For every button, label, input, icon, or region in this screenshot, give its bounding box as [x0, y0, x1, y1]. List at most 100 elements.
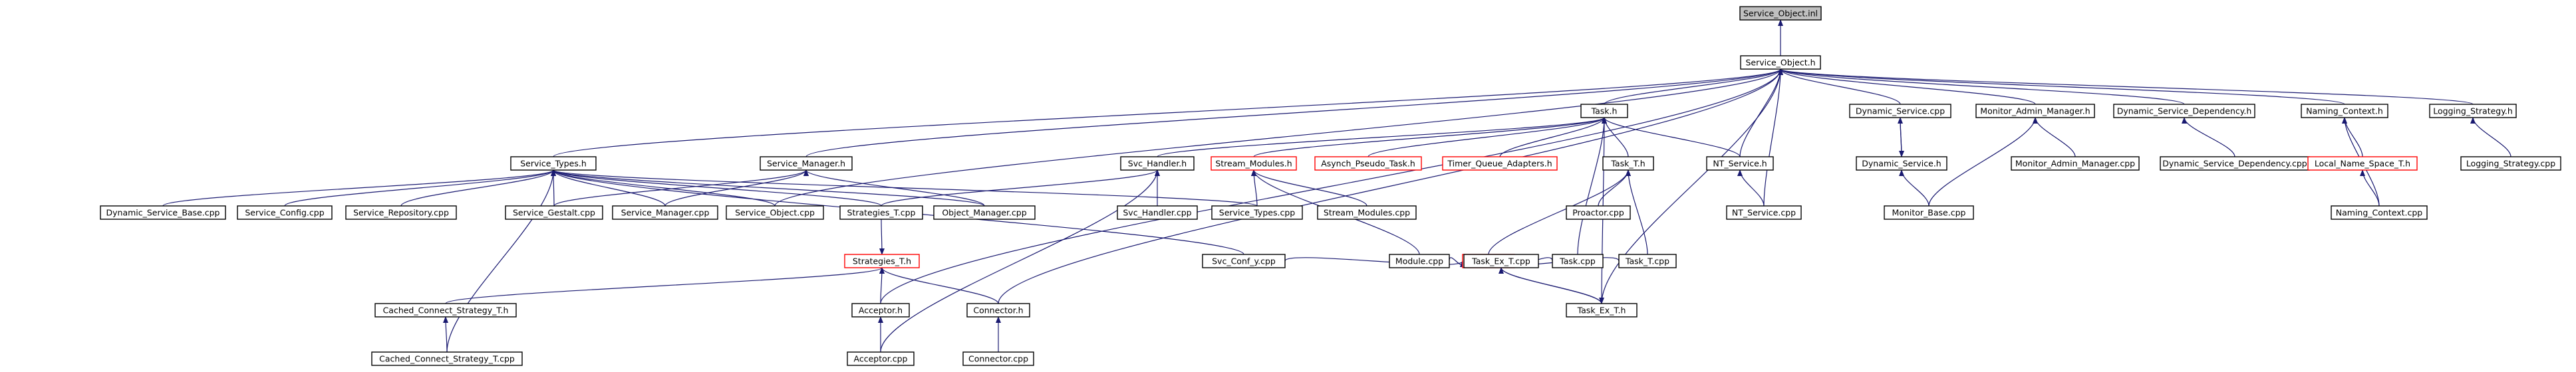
node-label: Naming_Context.h [2306, 106, 2383, 116]
node-label: Task_T.cpp [1625, 256, 1669, 266]
node-label: Cached_Connect_Strategy_T.h [383, 306, 509, 316]
node-label: Acceptor.cpp [854, 354, 908, 364]
dependency-edge [774, 68, 1783, 207]
node-stream-modules-cpp[interactable]: Stream_Modules.cpp [1317, 205, 1417, 220]
node-label: NT_Service.cpp [1732, 208, 1796, 218]
node-local-name-space-t-h[interactable]: Local_Name_Space_T.h [2307, 156, 2418, 171]
node-acceptor-h[interactable]: Acceptor.h [851, 303, 910, 318]
node-box [1706, 156, 1774, 171]
node-logging-strategy-h[interactable]: Logging_Strategy.h [2429, 104, 2517, 118]
node-label: Service_Config.cpp [245, 208, 324, 218]
node-dynamic-service-base-cpp[interactable]: Dynamic_Service_Base.cpp [100, 205, 226, 220]
node-service-gestalt-cpp[interactable]: Service_Gestalt.cpp [505, 205, 603, 220]
node-svc-handler-cpp[interactable]: Svc_Handler.cpp [1117, 205, 1198, 220]
dependency-edge [2470, 117, 2511, 157]
node-label: Dynamic_Service.cpp [1856, 106, 1945, 116]
node-object-manager-cpp[interactable]: Object_Manager.cpp [933, 205, 1036, 220]
node-box [1202, 254, 1286, 268]
node-stream-modules-h[interactable]: Stream_Modules.h [1211, 156, 1297, 171]
dependency-edge [1449, 257, 1465, 268]
dependency-edge [400, 169, 556, 207]
node-acceptor-cpp[interactable]: Acceptor.cpp [847, 351, 915, 366]
node-box [237, 205, 333, 220]
dependency-edge [1499, 117, 1607, 157]
node-box [2011, 156, 2140, 171]
dependency-edge [998, 68, 1783, 304]
node-strategies-t-h[interactable]: Strategies_T.h [844, 254, 920, 268]
node-service-manager-h[interactable]: Service_Manager.h [760, 156, 853, 171]
dependency-edge [162, 169, 556, 207]
node-box [2113, 104, 2255, 118]
node-monitor-base-cpp[interactable]: Monitor_Base.cpp [1884, 205, 1974, 220]
node-dynamic-service-dependency-h[interactable]: Dynamic_Service_Dependency.h [2113, 104, 2255, 118]
node-box [844, 254, 920, 268]
node-box [2301, 104, 2388, 118]
node-timer-queue-adapters-h[interactable]: Timer_Queue_Adapters.h [1442, 156, 1558, 171]
dependency-edge [1778, 68, 2474, 105]
dependency-edge [1928, 117, 2038, 207]
dependency-edge [664, 169, 809, 207]
node-task-t-h[interactable]: Task_T.h [1602, 156, 1654, 171]
node-label: Dynamic_Service.h [1862, 159, 1941, 169]
node-service-manager-cpp[interactable]: Service_Manager.cpp [612, 205, 718, 220]
node-service-object-h[interactable]: Service_Object.h [1740, 55, 1821, 70]
node-connector-cpp[interactable]: Connector.cpp [962, 351, 1034, 366]
node-label: Naming_Context.cpp [2336, 208, 2423, 218]
dependency-edge [880, 169, 1160, 353]
dependency-edge [1739, 68, 1783, 157]
node-naming-context-h[interactable]: Naming_Context.h [2301, 104, 2388, 118]
node-box [1566, 303, 1638, 318]
node-dynamic-service-h[interactable]: Dynamic_Service.h [1856, 156, 1947, 171]
dependency-edge [1604, 68, 1783, 105]
dependency-edge [1737, 169, 1765, 207]
node-label: Service_Object.h [1745, 58, 1815, 68]
dependency-edge [879, 219, 885, 255]
node-task-ex-t-h[interactable]: Task_Ex_T.h [1566, 303, 1638, 318]
dependency-edge [2033, 117, 2076, 157]
node-task-ex-t-cpp[interactable]: Task_Ex_T.cpp [1463, 254, 1539, 268]
node-dynamic-service-dependency-cpp[interactable]: Dynamic_Service_Dependency.cpp [2160, 156, 2310, 171]
node-label: Logging_Strategy.cpp [2466, 159, 2555, 169]
node-asynch-pseudo-task-h[interactable]: Asynch_Pseudo_Task.h [1314, 156, 1422, 171]
node-box [726, 205, 824, 220]
node-logging-strategy-cpp[interactable]: Logging_Strategy.cpp [2460, 156, 2561, 171]
node-box [1739, 6, 1822, 21]
node-monitor-admin-manager-cpp[interactable]: Monitor_Admin_Manager.cpp [2011, 156, 2140, 171]
node-proactor-cpp[interactable]: Proactor.cpp [1566, 205, 1631, 220]
node-label: Stream_Modules.cpp [1324, 208, 1410, 218]
node-box [1389, 254, 1450, 268]
node-naming-context-cpp[interactable]: Naming_Context.cpp [2331, 205, 2428, 220]
node-service-types-cpp[interactable]: Service_Types.cpp [1211, 205, 1303, 220]
node-service-types-h[interactable]: Service_Types.h [510, 156, 597, 171]
node-svc-conf-y-cpp[interactable]: Svc_Conf_y.cpp [1202, 254, 1286, 268]
node-task-h[interactable]: Task.h [1580, 104, 1628, 118]
node-label: Task.h [1591, 106, 1618, 116]
dependency-edge [443, 316, 449, 353]
node-task-t-cpp[interactable]: Task_T.cpp [1618, 254, 1677, 268]
node-box [1580, 104, 1628, 118]
node-monitor-admin-manager-h[interactable]: Monitor_Admin_Manager.h [1975, 104, 2095, 118]
dependency-edge [1601, 68, 1783, 304]
node-dynamic-service-cpp[interactable]: Dynamic_Service.cpp [1849, 104, 1951, 118]
node-service-object-inl[interactable]: Service_Object.inl [1739, 6, 1822, 21]
node-cached-connect-strategy-t-h[interactable]: Cached_Connect_Strategy_T.h [374, 303, 517, 318]
node-box [1552, 254, 1604, 268]
node-strategies-t-cpp[interactable]: Strategies_T.cpp [839, 205, 923, 220]
dependency-edge [879, 267, 999, 304]
node-task-cpp[interactable]: Task.cpp [1552, 254, 1604, 268]
node-box [1211, 205, 1303, 220]
node-nt-service-h[interactable]: NT_Service.h [1706, 156, 1774, 171]
node-nt-service-cpp[interactable]: NT_Service.cpp [1726, 205, 1802, 220]
node-service-config-cpp[interactable]: Service_Config.cpp [237, 205, 333, 220]
node-svc-handler-h[interactable]: Svc_Handler.h [1120, 156, 1195, 171]
node-cached-connect-strategy-t-cpp[interactable]: Cached_Connect_Strategy_T.cpp [371, 351, 523, 366]
dependency-edge [1778, 68, 1901, 105]
node-service-object-cpp[interactable]: Service_Object.cpp [726, 205, 824, 220]
node-service-repository-cpp[interactable]: Service_Repository.cpp [345, 205, 457, 220]
node-label: Connector.h [973, 306, 1023, 316]
dependency-edge [553, 169, 809, 207]
node-connector-h[interactable]: Connector.h [966, 303, 1030, 318]
node-label: Service_Object.cpp [735, 208, 815, 218]
node-module-cpp[interactable]: Module.cpp [1389, 254, 1450, 268]
